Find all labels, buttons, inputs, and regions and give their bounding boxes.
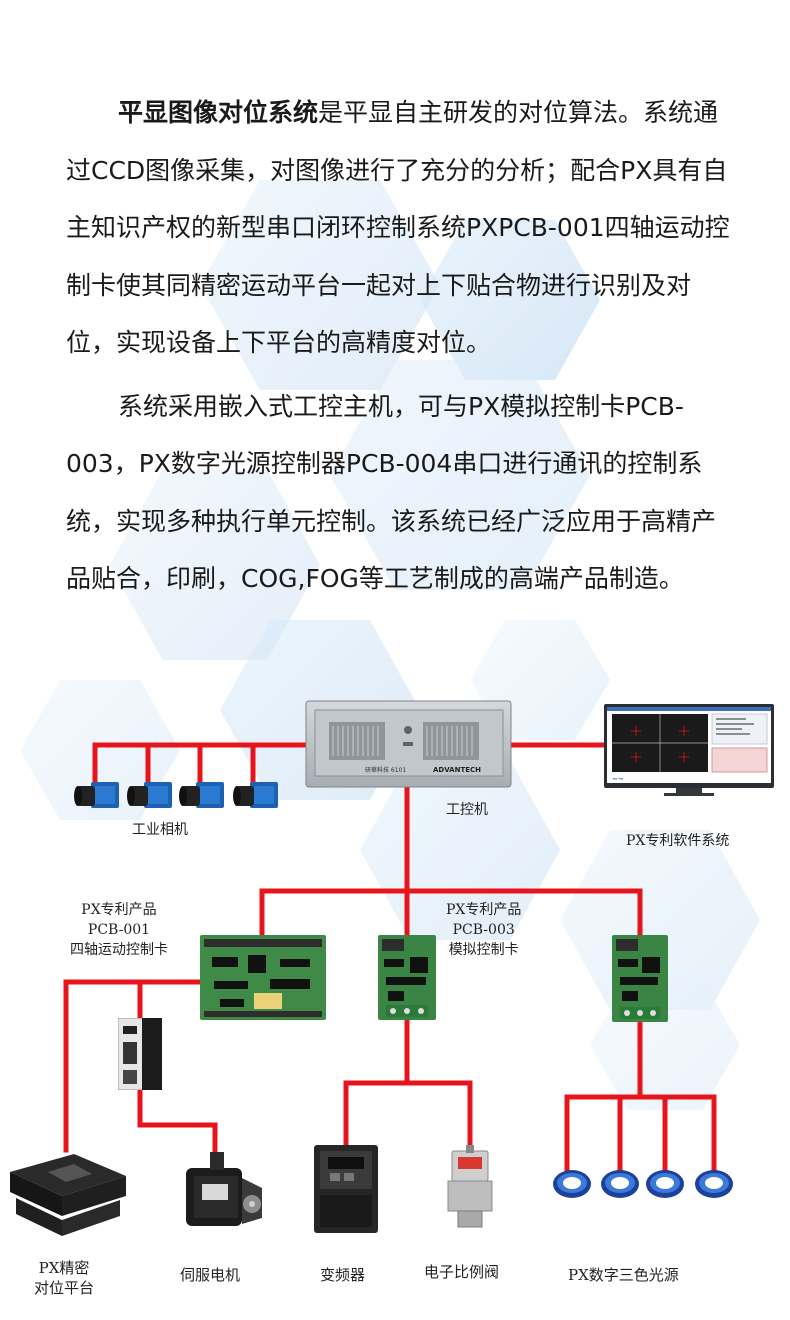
camera-label: 工业相机: [132, 822, 188, 838]
precision-platform: [4, 1150, 128, 1238]
proportional-valve: [446, 1145, 494, 1229]
analog-control-card: [378, 935, 436, 1020]
servo-driver-image: [117, 1017, 163, 1091]
motion-control-card: [200, 935, 326, 1020]
inverter-label: 变频器: [320, 1266, 366, 1284]
card2-label-line1: PX专利产品: [446, 902, 522, 918]
motion-card-wire: [63, 979, 203, 1153]
card1-label: PX专利产品 PCB-001 四轴运动控制卡: [70, 900, 168, 960]
card1-label-line3: 四轴运动控制卡: [70, 942, 168, 958]
software-monitor: ~~: [604, 704, 774, 796]
card-bus-wire: [259, 888, 643, 938]
light-label: PX数字三色光源: [568, 1266, 679, 1284]
camera-icon: [73, 780, 121, 812]
card1-label-line2: PCB-001: [87, 922, 151, 938]
valve-image: [447, 1145, 493, 1228]
card2-label: PX专利产品 PCB-003 模拟控制卡: [446, 900, 521, 960]
card2-label-line3: 模拟控制卡: [448, 942, 519, 958]
intro-paragraph-2: 系统采用嵌入式工控主机，可与PX模拟控制卡PCB-003，PX数字光源控制器PC…: [66, 378, 736, 608]
ring-light-icon: [694, 1168, 734, 1200]
camera-bus-wire: [92, 742, 308, 785]
ring-light-icon: [645, 1168, 685, 1200]
platform-label-line1: PX精密: [38, 1259, 90, 1277]
ipc-brand-right: ADVANTECH: [433, 766, 481, 774]
industrial-pc: 研華科技 6101 ADVANTECH: [305, 700, 512, 788]
platform-image: [10, 1154, 126, 1236]
analog-card-image: [378, 935, 436, 1020]
platform-label-line2: 对位平台: [34, 1279, 95, 1297]
light-controller-image: [612, 935, 668, 1022]
monitor-image: ~~: [604, 704, 774, 796]
bg-hexagon: [200, 180, 440, 390]
ipc-label: 工控机: [446, 802, 488, 818]
industrial-pc-image: 研華科技 6101 ADVANTECH: [305, 700, 512, 788]
card2-label-line2: PCB-003: [452, 922, 515, 938]
light-controller-card: [612, 935, 668, 1022]
intro-text: 平显图像对位系统是平显自主研发的对位算法。系统通过CCD图像采集，对图像进行了充…: [66, 84, 736, 608]
servo-motor-label: 伺服电机: [180, 1266, 241, 1284]
ring-light-icon: [600, 1168, 640, 1200]
software-label: PX专利软件系统: [626, 833, 730, 849]
servo-wire: [137, 1082, 218, 1153]
ipc-brand-left: 研華科技 6101: [365, 766, 406, 774]
ring-light-icon: [552, 1168, 592, 1200]
servo-motor-image: [186, 1152, 262, 1226]
camera-icon: [232, 780, 280, 812]
card1-label-line1: PX专利产品: [81, 902, 157, 918]
intro-title: 平显图像对位系统: [118, 98, 319, 127]
light-controller-wire: [564, 1019, 717, 1173]
camera-icon: [126, 780, 174, 812]
svg-text:~~: ~~: [612, 775, 624, 783]
valve-label: 电子比例阀: [424, 1263, 500, 1281]
servo-motor: [172, 1148, 272, 1234]
inverter-image: [314, 1145, 378, 1233]
platform-label: PX精密 对位平台: [34, 1258, 94, 1298]
analog-card-wire: [343, 1017, 473, 1148]
inverter: [314, 1145, 378, 1233]
camera-icon: [178, 780, 226, 812]
motion-card-image: [200, 935, 326, 1020]
intro-paragraph-1-text: 是平显自主研发的对位算法。系统通过CCD图像采集，对图像进行了充分的分析；配合P…: [66, 98, 730, 357]
servo-driver: [117, 1017, 163, 1091]
intro-paragraph-2-text: 系统采用嵌入式工控主机，可与PX模拟控制卡PCB-003，PX数字光源控制器PC…: [66, 391, 717, 594]
intro-paragraph-1: 平显图像对位系统是平显自主研发的对位算法。系统通过CCD图像采集，对图像进行了充…: [66, 84, 736, 372]
